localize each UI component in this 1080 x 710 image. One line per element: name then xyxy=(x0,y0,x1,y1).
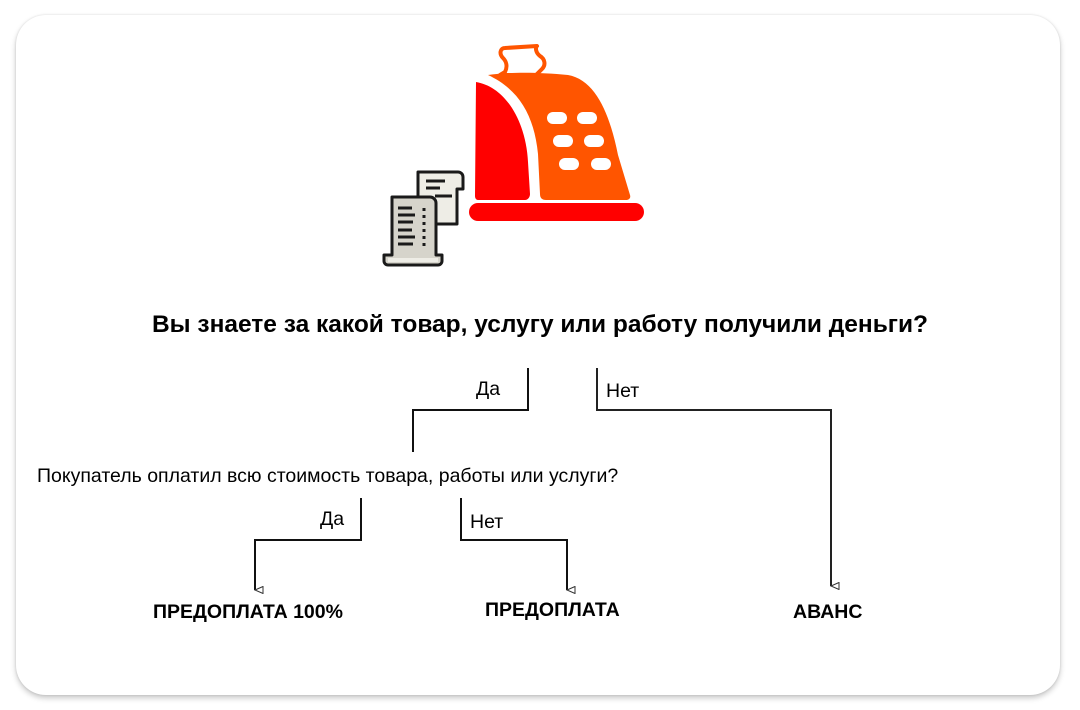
receipt-icon xyxy=(382,170,465,267)
outcome-advance: АВАНС xyxy=(793,601,863,623)
cash-register-illustration xyxy=(382,44,644,267)
main-yes-label: Да xyxy=(476,378,501,400)
sub-no-label: Нет xyxy=(470,511,504,533)
main-question: Вы знаете за какой товар, услугу или раб… xyxy=(151,311,929,338)
sub-no-connector xyxy=(460,498,567,590)
sub-yes-connector xyxy=(254,498,362,590)
main-yes-connector xyxy=(412,368,529,452)
outcome-full-prepayment: ПРЕДОПЛАТА 100% xyxy=(153,601,343,623)
sub-question: Покупатель оплатил всю стоимость товара,… xyxy=(37,465,619,487)
main-no-connector xyxy=(596,368,831,586)
cash-register-icon xyxy=(469,44,644,221)
outcome-prepayment: ПРЕДОПЛАТА xyxy=(485,599,620,621)
main-no-label: Нет xyxy=(606,380,640,402)
sub-yes-label: Да xyxy=(320,508,345,530)
